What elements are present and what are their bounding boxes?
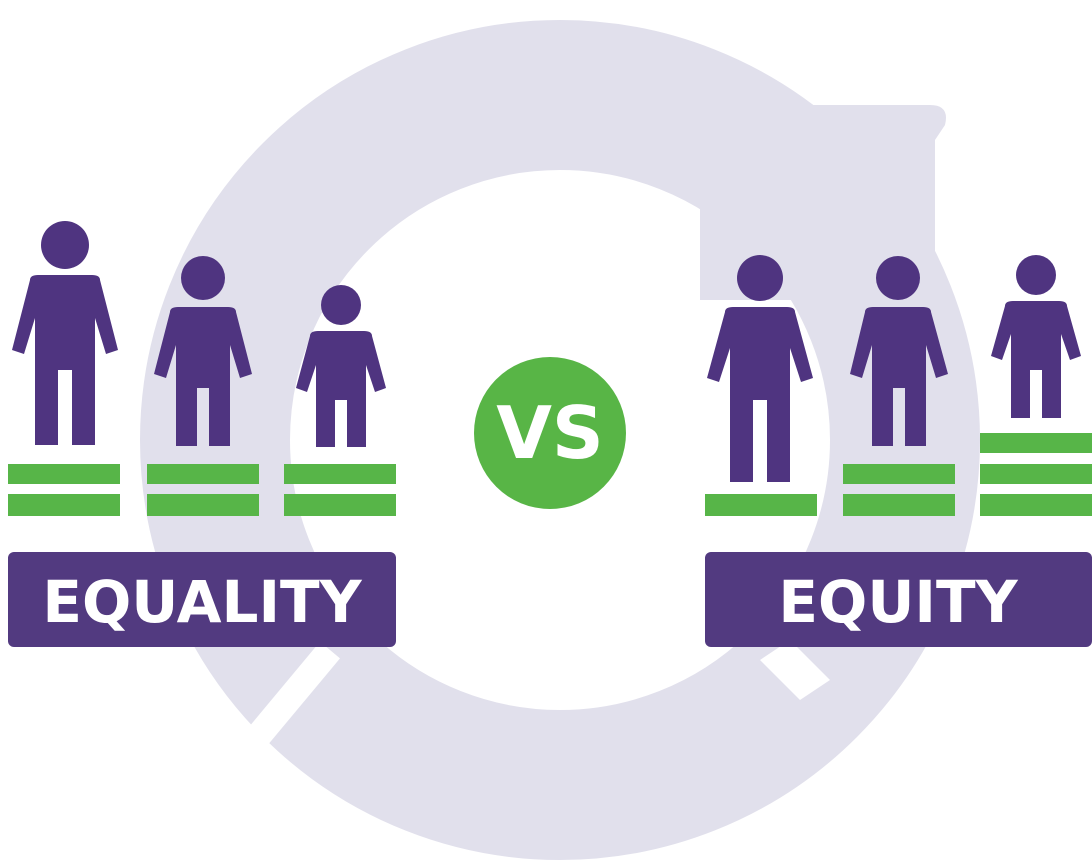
person-icon: [850, 256, 948, 446]
equality-people: [12, 221, 386, 447]
equality-label-box: EQUALITY: [8, 552, 396, 647]
vs-badge: VS: [474, 357, 626, 509]
equality-steps: [8, 464, 396, 516]
equity-label-box: EQUITY: [705, 552, 1092, 647]
equality-label: EQUALITY: [42, 568, 362, 636]
equity-people: [707, 255, 1081, 482]
person-icon: [296, 285, 386, 447]
person-icon: [154, 256, 252, 446]
vs-label: VS: [496, 391, 604, 475]
equity-label: EQUITY: [778, 568, 1018, 636]
person-icon: [707, 255, 813, 482]
person-icon: [991, 255, 1081, 418]
equity-steps: [705, 433, 1092, 516]
person-icon: [12, 221, 118, 445]
